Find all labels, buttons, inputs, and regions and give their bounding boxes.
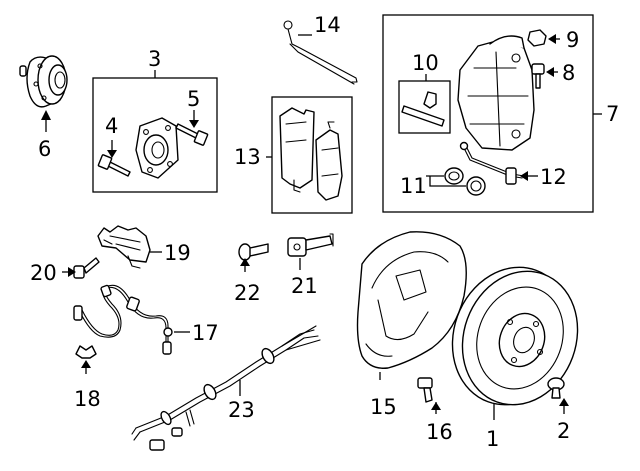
part-1-brake-rotor[interactable] bbox=[434, 250, 596, 421]
part-14-wear-sensor[interactable] bbox=[283, 20, 358, 85]
part-3-bearing-flange[interactable] bbox=[135, 117, 179, 179]
part-12-brake-hose[interactable] bbox=[459, 141, 525, 185]
part-10-repair-kit-frame bbox=[398, 80, 451, 134]
callout-15: 15 bbox=[370, 395, 397, 419]
part-21-sensor[interactable] bbox=[287, 233, 334, 257]
callout-6: 6 bbox=[38, 137, 51, 161]
callout-11: 11 bbox=[400, 174, 427, 198]
callout-5: 5 bbox=[187, 87, 200, 111]
callout-9: 9 bbox=[566, 28, 579, 52]
callout-14: 14 bbox=[314, 13, 341, 37]
part-2-rotor-screw[interactable] bbox=[547, 377, 565, 399]
part-16-bolt[interactable] bbox=[417, 377, 433, 403]
callout-10: 10 bbox=[412, 51, 439, 75]
callout-13: 13 bbox=[234, 145, 261, 169]
part-4-hub-bolt[interactable] bbox=[97, 154, 131, 177]
callout-16: 16 bbox=[426, 420, 453, 444]
part-20-bolt[interactable] bbox=[73, 257, 100, 279]
callout-18: 18 bbox=[74, 387, 101, 411]
callout-8: 8 bbox=[562, 61, 575, 85]
part-7-brake-caliper[interactable] bbox=[457, 35, 535, 151]
callout-23: 23 bbox=[228, 398, 255, 422]
callout-21: 21 bbox=[291, 274, 318, 298]
part-22-bolt[interactable] bbox=[238, 243, 269, 261]
callout-2: 2 bbox=[557, 419, 570, 443]
part-18-clip[interactable] bbox=[75, 345, 97, 359]
part-5-hub-bolt[interactable] bbox=[175, 123, 209, 146]
callout-7: 7 bbox=[606, 102, 619, 126]
part-6-wheel-hub[interactable] bbox=[19, 55, 68, 108]
part-8-guide-bolt[interactable] bbox=[531, 63, 545, 89]
part-23-wiring-harness[interactable] bbox=[131, 325, 321, 451]
part-17-abs-sensor-harness[interactable] bbox=[73, 284, 173, 355]
callout-1: 1 bbox=[486, 427, 499, 451]
part-13-brake-pad-left[interactable] bbox=[279, 107, 315, 193]
part-9-bleeder-cap[interactable] bbox=[527, 29, 547, 47]
callout-19: 19 bbox=[164, 241, 191, 265]
part-13-brake-pads-frame bbox=[271, 96, 353, 214]
part-15-splash-shield[interactable] bbox=[356, 231, 467, 369]
callout-4: 4 bbox=[105, 114, 118, 138]
part-19-bracket[interactable] bbox=[97, 225, 151, 269]
callout-17: 17 bbox=[192, 321, 219, 345]
callout-22: 22 bbox=[234, 281, 261, 305]
part-10-caliper-clip[interactable] bbox=[401, 91, 445, 127]
callout-20: 20 bbox=[30, 261, 57, 285]
callout-3: 3 bbox=[148, 47, 161, 71]
callout-12: 12 bbox=[540, 165, 567, 189]
part-11-seal-rings[interactable] bbox=[444, 167, 486, 196]
part-13-brake-pad-right[interactable] bbox=[315, 121, 343, 201]
